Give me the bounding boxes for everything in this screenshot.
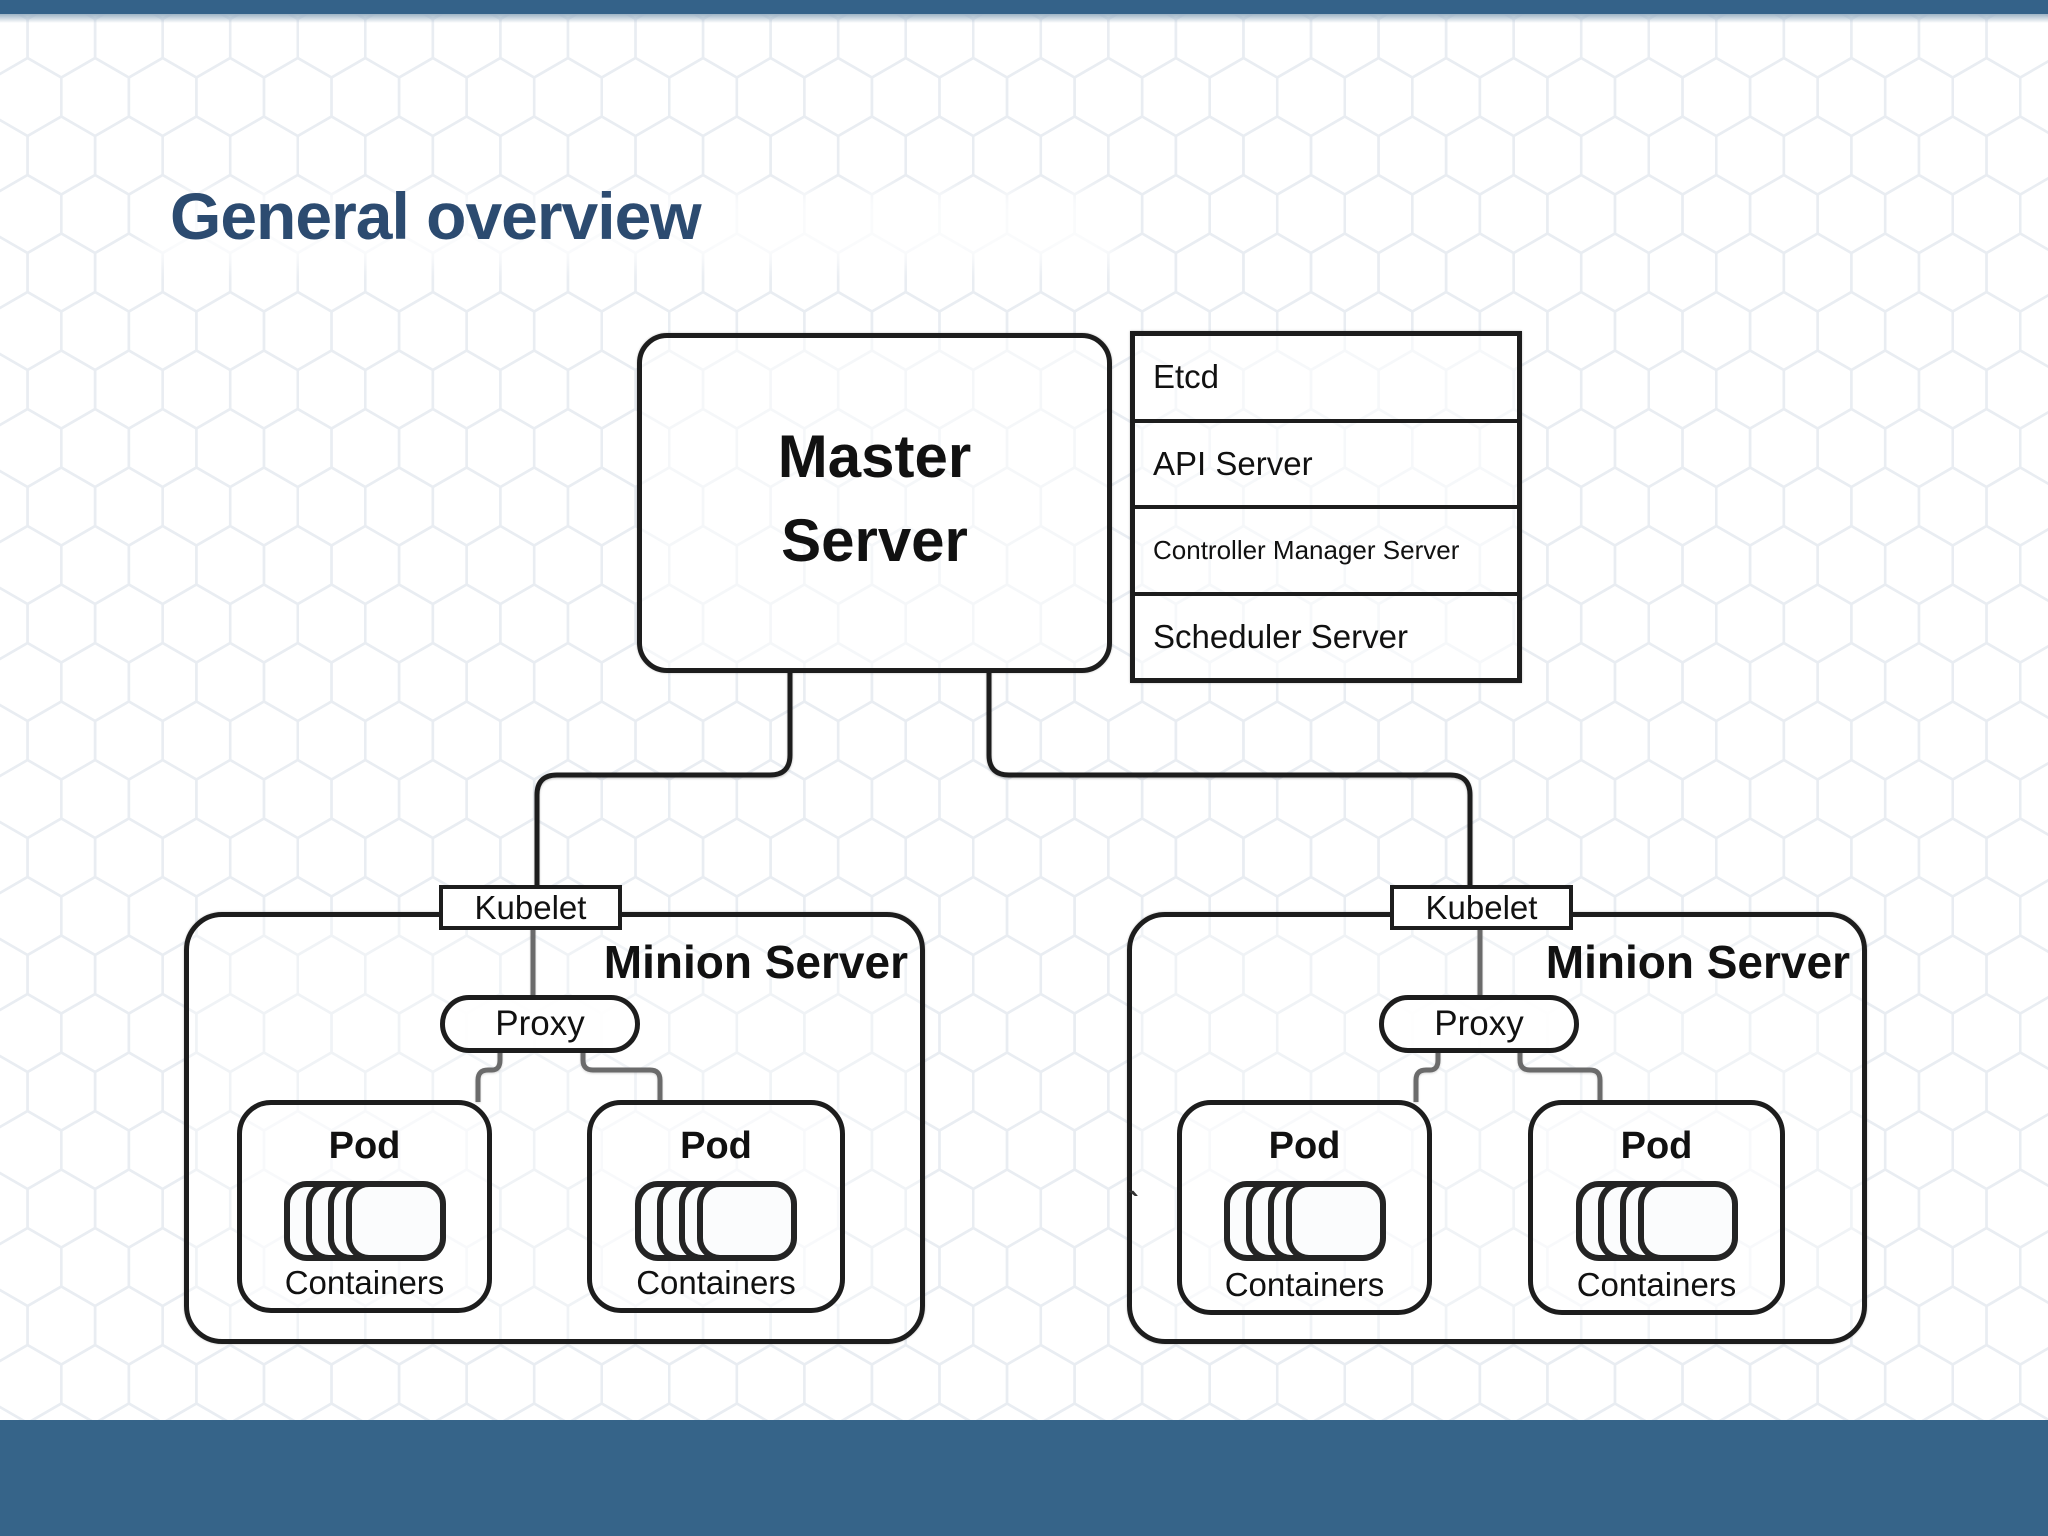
proxy-pill-right: Proxy xyxy=(1379,995,1579,1053)
pod-label: Pod xyxy=(680,1125,752,1167)
component-row-scheduler-server: Scheduler Server xyxy=(1135,591,1517,679)
minion-server-box-right: Minion Server Pod Containers Pod Contain… xyxy=(1127,912,1867,1344)
container-stack-icon xyxy=(1575,1181,1738,1261)
title-highlight-band xyxy=(148,190,1118,266)
kubelet-box-left: Kubelet xyxy=(439,885,622,930)
container-stack-icon xyxy=(635,1181,797,1261)
master-components-table: Etcd API Server Controller Manager Serve… xyxy=(1130,331,1522,683)
minion-server-label: Minion Server xyxy=(1545,936,1850,988)
minion-server-box-left: Minion Server Pod Containers Pod Contain… xyxy=(184,912,925,1344)
master-server-box: Master Server xyxy=(637,333,1112,673)
pod-box: Pod Containers xyxy=(237,1100,492,1313)
container-stack-icon xyxy=(283,1181,446,1261)
top-accent-bar-fade xyxy=(0,14,2048,23)
bottom-accent-bar xyxy=(0,1420,2048,1536)
component-row-controller-manager-server: Controller Manager Server xyxy=(1135,505,1517,592)
component-row-etcd: Etcd xyxy=(1153,358,1220,396)
slide-title: General overview xyxy=(170,179,702,253)
proxy-pill-left: Proxy xyxy=(440,995,640,1053)
pod-label: Pod xyxy=(328,1125,401,1167)
minion-server-label: Minion Server xyxy=(603,936,908,988)
containers-caption: Containers xyxy=(1576,1266,1737,1303)
master-server-label: Master Server xyxy=(777,423,972,574)
stray-mark: ` xyxy=(1128,1186,1140,1224)
pod-box: Pod Containers xyxy=(1177,1100,1432,1315)
pod-label: Pod xyxy=(1620,1125,1693,1167)
edge-proxy-to-pod4 xyxy=(1517,1050,1603,1102)
container-stack-icon xyxy=(1223,1181,1386,1261)
top-accent-bar xyxy=(0,0,2048,14)
containers-caption: Containers xyxy=(284,1264,445,1301)
edge-proxy-to-pod3 xyxy=(1413,1050,1441,1102)
containers-caption: Containers xyxy=(636,1264,796,1301)
edge-master-to-kubelet-right xyxy=(986,671,1473,889)
edge-proxy-to-pod1 xyxy=(475,1050,503,1102)
component-row-api-server: API Server xyxy=(1135,418,1517,506)
pod-box: Pod Containers xyxy=(1528,1100,1785,1315)
pod-label: Pod xyxy=(1268,1125,1341,1167)
containers-caption: Containers xyxy=(1224,1266,1385,1303)
edge-master-to-kubelet-left xyxy=(534,671,793,889)
edge-proxy-to-pod2 xyxy=(580,1050,663,1102)
pod-box: Pod Containers xyxy=(587,1100,845,1313)
kubelet-box-right: Kubelet xyxy=(1390,885,1573,930)
